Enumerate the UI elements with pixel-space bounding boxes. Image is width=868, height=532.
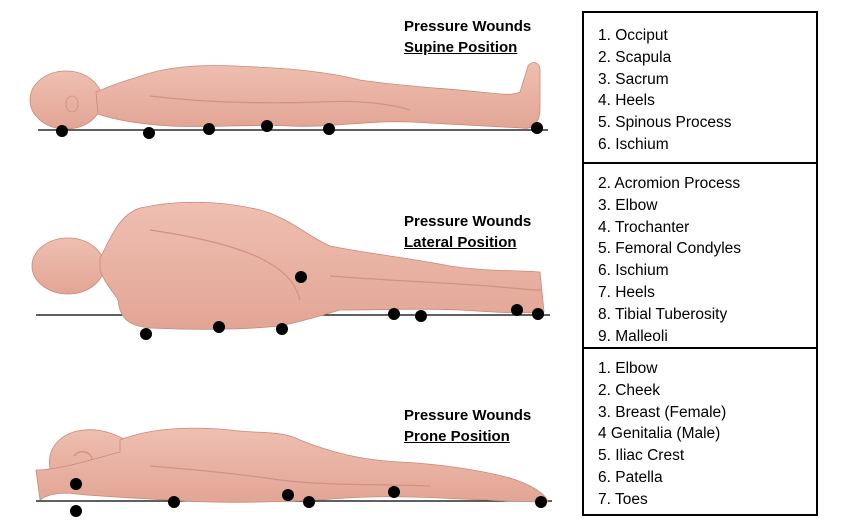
supine-marker-scapula: [143, 127, 155, 139]
lateral-marker-malleoli-1: [511, 304, 523, 316]
prone-figure: [35, 427, 552, 517]
prone-marker-iliac: [303, 496, 315, 508]
list-item: 7. Toes: [598, 490, 648, 508]
prone-marker-breast: [168, 496, 180, 508]
list-item: 4. Trochanter: [598, 218, 690, 236]
lateral-list-panel: 2. Acromion Process 3. Elbow 4. Trochant…: [582, 162, 818, 349]
supine-marker-spinous: [261, 120, 273, 132]
supine-marker-occiput: [56, 125, 68, 137]
lateral-title: Pressure Wounds Lateral Position: [404, 213, 532, 251]
supine-list-panel: 1. Occiput 2. Scapula 3. Sacrum 4. Heels…: [582, 11, 818, 164]
lateral-markers: [140, 271, 544, 340]
list-item: 5. Spinous Process: [598, 114, 732, 132]
list-item: 8. Tibial Tuberosity: [598, 305, 728, 323]
list-item: 5. Iliac Crest: [598, 447, 685, 465]
lateral-marker-ischium: [276, 323, 288, 335]
prone-marker-toes: [535, 496, 547, 508]
supine-figure: [29, 62, 548, 139]
list-item: 4. Heels: [598, 92, 655, 110]
list-item: 2. Scapula: [598, 48, 672, 66]
lateral-figure: [31, 201, 550, 340]
list-item: 2. Acromion Process: [598, 175, 741, 192]
supine-body: [29, 62, 541, 130]
supine-list: 1. Occiput 2. Scapula 3. Sacrum 4. Heels…: [584, 13, 816, 156]
list-item: 4 Genitalia (Male): [598, 425, 721, 443]
supine-marker-sacrum: [203, 123, 215, 135]
prone-list-panel: 1. Elbow 2. Cheek 3. Breast (Female) 4 G…: [582, 347, 818, 516]
supine-title: Pressure Wounds Supine Position: [404, 18, 532, 56]
list-item: 5. Femoral Condyles: [598, 240, 742, 258]
prone-markers: [70, 478, 547, 517]
prone-marker-genitalia: [282, 489, 294, 501]
prone-marker-cheek: [70, 478, 82, 490]
list-item: 1. Occiput: [598, 27, 668, 44]
list-item: 7. Heels: [598, 283, 655, 301]
lateral-list: 2. Acromion Process 3. Elbow 4. Trochant…: [584, 164, 816, 347]
lateral-marker-trochanter: [295, 271, 307, 283]
prone-marker-elbow: [70, 505, 82, 517]
list-item: 1. Elbow: [598, 360, 658, 377]
lateral-marker-elbow: [213, 321, 225, 333]
lateral-marker-malleoli-2: [532, 308, 544, 320]
supine-markers: [56, 120, 543, 139]
prone-body: [35, 427, 549, 503]
list-item: 9. Malleoli: [598, 327, 668, 345]
lateral-marker-condyle-1: [388, 308, 400, 320]
body-illustrations: [29, 62, 552, 517]
prone-title: Pressure Wounds Prone Position: [404, 407, 532, 445]
supine-marker-ischium: [323, 123, 335, 135]
list-item: 3. Breast (Female): [598, 403, 727, 421]
lateral-marker-acromion: [140, 328, 152, 340]
prone-list: 1. Elbow 2. Cheek 3. Breast (Female) 4 G…: [584, 349, 816, 511]
list-item: 3. Sacrum: [598, 70, 669, 88]
list-item: 3. Elbow: [598, 196, 658, 214]
lateral-marker-condyle-2: [415, 310, 427, 322]
lateral-body: [31, 201, 545, 330]
list-item: 6. Patella: [598, 468, 663, 486]
list-item: 6. Ischium: [598, 262, 669, 280]
prone-marker-patella: [388, 486, 400, 498]
supine-marker-heels: [531, 122, 543, 134]
list-item: 2. Cheek: [598, 381, 661, 399]
list-item: 6. Ischium: [598, 135, 669, 153]
